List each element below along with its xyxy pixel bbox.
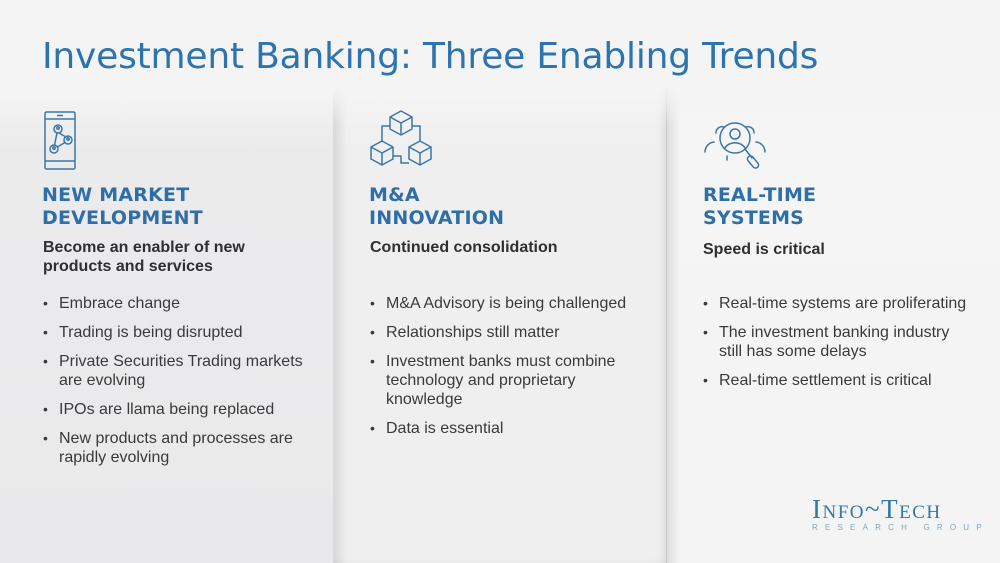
subtitle-line: Speed is critical <box>703 241 825 258</box>
column-panel-real-time <box>667 90 1000 563</box>
bullet-icon: • <box>370 324 375 340</box>
info-tech-logo: Info~Tech RESEARCH GROUP <box>812 494 989 533</box>
bullet-text: rapidly evolving <box>59 449 170 466</box>
bullet-text: Trading is being disrupted <box>59 324 243 341</box>
bullet-text: Private Securities Trading markets <box>59 353 303 370</box>
column-heading: M&A INNOVATION <box>369 184 504 230</box>
column-panel-ma-innovation <box>333 90 667 563</box>
bullet-text: knowledge <box>386 391 463 408</box>
heading-line: REAL-TIME <box>703 184 817 206</box>
bullet-item: • Embrace change <box>43 294 333 313</box>
bullet-icon: • <box>370 420 375 436</box>
bullet-item: • IPOs are llama being replaced <box>43 400 333 419</box>
heading-line: NEW MARKET <box>42 184 190 206</box>
bullet-text: Real-time settlement is critical <box>719 372 932 389</box>
bullet-text: Relationships still matter <box>386 324 560 341</box>
bullet-text: New products and processes are <box>59 430 293 447</box>
bullet-icon: • <box>43 324 48 340</box>
bullet-list: • Real-time systems are proliferating • … <box>703 294 993 400</box>
bullet-item: • Trading is being disrupted <box>43 323 333 342</box>
slide-title: Investment Banking: Three Enabling Trend… <box>42 36 819 77</box>
bullet-text: Investment banks must combine <box>386 353 616 370</box>
bullet-icon: • <box>703 324 708 340</box>
bullet-item: • Investment banks must combine technolo… <box>370 352 660 409</box>
panel-top-fade <box>0 86 1000 126</box>
bullet-text: Real-time systems are proliferating <box>719 295 967 312</box>
bullet-item: • Real-time settlement is critical <box>703 371 993 390</box>
column-subtitle: Become an enabler of new products and se… <box>43 238 245 276</box>
bullet-text: Data is essential <box>386 420 504 437</box>
bullet-text: are evolving <box>59 372 146 389</box>
bullet-list: • Embrace change • Trading is being disr… <box>43 294 333 477</box>
bullet-icon: • <box>370 295 375 311</box>
bullet-item: • Relationships still matter <box>370 323 660 342</box>
bullet-item: • The investment banking industry still … <box>703 323 993 361</box>
heading-line: INNOVATION <box>369 207 505 229</box>
logo-wordmark: Info~Tech <box>812 494 942 524</box>
subtitle-line: products and services <box>43 258 213 275</box>
heading-line: SYSTEMS <box>703 207 805 229</box>
bullet-item: • New products and processes are rapidly… <box>43 429 333 467</box>
bullet-item: • Private Securities Trading markets are… <box>43 352 333 390</box>
bullet-text: M&A Advisory is being challenged <box>386 295 627 312</box>
bullet-item: • Real-time systems are proliferating <box>703 294 993 313</box>
bullet-text: IPOs are llama being replaced <box>59 401 275 418</box>
column-subtitle: Continued consolidation <box>370 238 558 257</box>
bullet-icon: • <box>703 295 708 311</box>
connected-cubes-icon <box>370 110 432 166</box>
bullet-icon: • <box>370 353 375 369</box>
mobile-network-icon <box>44 111 76 170</box>
bullet-text: technology and proprietary <box>386 372 576 389</box>
heading-line: DEVELOPMENT <box>42 207 203 229</box>
heading-line: M&A <box>369 184 420 206</box>
panel-divider-shadow <box>666 90 680 563</box>
bullet-icon: • <box>703 372 708 388</box>
bullet-item: • Data is essential <box>370 419 660 438</box>
people-search-icon <box>704 122 766 169</box>
bullet-icon: • <box>43 295 48 311</box>
bullet-text: Embrace change <box>59 295 180 312</box>
subtitle-line: Continued consolidation <box>370 239 558 256</box>
column-heading: NEW MARKET DEVELOPMENT <box>42 184 203 230</box>
bullet-icon: • <box>43 353 48 369</box>
bullet-icon: • <box>43 401 48 417</box>
bullet-text: The investment banking industry <box>719 324 950 341</box>
bullet-item: • M&A Advisory is being challenged <box>370 294 660 313</box>
column-heading: REAL-TIME SYSTEMS <box>703 184 816 230</box>
bullet-text: still has some delays <box>719 343 867 360</box>
bullet-list: • M&A Advisory is being challenged • Rel… <box>370 294 660 448</box>
panel-divider-shadow <box>333 90 347 563</box>
logo-tagline: RESEARCH GROUP <box>812 523 989 532</box>
subtitle-line: Become an enabler of new <box>43 239 245 256</box>
bullet-icon: • <box>43 430 48 446</box>
column-subtitle: Speed is critical <box>703 240 825 259</box>
